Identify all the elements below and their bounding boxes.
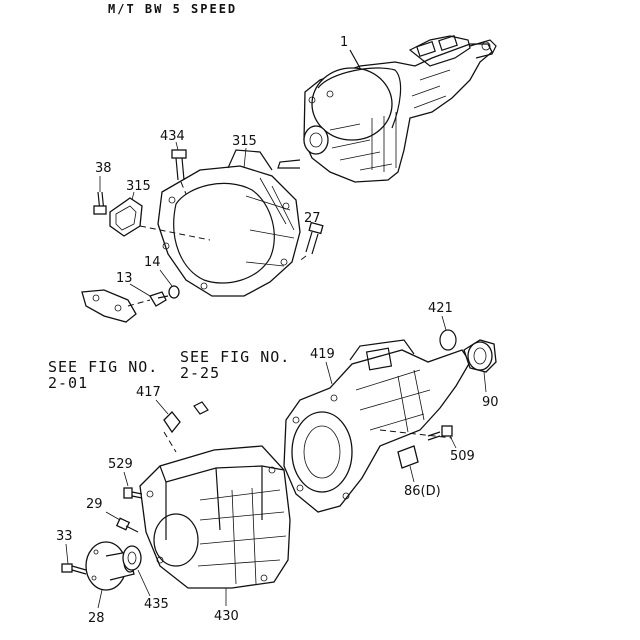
bolt-29-drawing [61, 563, 87, 575]
callout-33: 435 [144, 597, 169, 612]
bracket-529-drawing [397, 445, 419, 469]
callout-430: 29 [86, 497, 103, 512]
callout-13: 13 [116, 271, 133, 286]
callout-27: 38 [95, 161, 112, 176]
transmission-assembly-drawing [277, 35, 497, 183]
callout-434: 315 [232, 134, 257, 149]
bolt-86d-drawing [427, 425, 453, 441]
callout-435: 430 [214, 609, 239, 624]
callout-1: 1 [340, 35, 348, 50]
reference-2-01-line2: 2-01 [48, 374, 88, 392]
callout-417: 529 [108, 457, 133, 472]
callout-529: 86(D) [404, 484, 441, 499]
callout-315-top: 434 [160, 129, 185, 144]
seal-33-drawing [122, 545, 142, 571]
bolt-27-drawing [93, 191, 107, 215]
callout-28: 28 [88, 611, 105, 626]
callout-86d: 509 [450, 449, 475, 464]
oil-seal-90-drawing [463, 339, 497, 373]
washer-14-drawing [168, 285, 180, 299]
callout-315-right: 27 [304, 211, 321, 226]
clip-509-drawing [163, 401, 209, 453]
extension-housing-drawing [283, 339, 471, 513]
bolt-315-right-drawing [297, 221, 324, 263]
callout-38: 315 [126, 179, 151, 194]
reference-2-25-line2: 2-25 [180, 364, 220, 382]
o-ring-419-drawing [439, 329, 457, 351]
callout-419: 421 [428, 301, 453, 316]
callout-90: 90 [482, 395, 499, 410]
bolt-417-drawing [123, 487, 143, 499]
bracket-plate-drawing [81, 289, 151, 323]
cover-plate-38-drawing [109, 197, 143, 237]
transmission-case-drawing [139, 445, 291, 589]
pipe-fitting-13-drawing [149, 291, 169, 307]
clutch-housing-drawing [139, 149, 301, 297]
reference-2-01-line1: SEE FIG NO. [48, 358, 158, 376]
diagram-title: M/T BW 5 SPEED [108, 2, 238, 16]
reference-2-25-line1: SEE FIG NO. [180, 348, 290, 366]
callout-29: 33 [56, 529, 73, 544]
bolt-430-drawing [115, 517, 139, 533]
callout-421: 419 [310, 347, 335, 362]
callout-509: 417 [136, 385, 161, 400]
bolt-315-upper-drawing [171, 149, 187, 195]
callout-14: 14 [144, 255, 161, 270]
